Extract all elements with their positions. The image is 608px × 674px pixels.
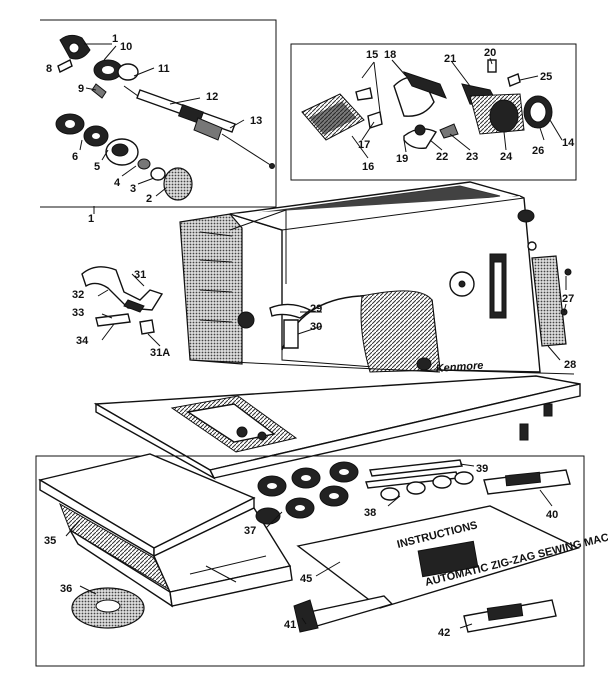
leader-lines xyxy=(63,43,567,629)
part-label-16: 16 xyxy=(362,161,374,173)
part-label-39: 39 xyxy=(476,463,488,475)
part-label-1-top: 1 xyxy=(112,33,118,45)
part-label-24: 24 xyxy=(500,151,513,163)
part-label-45: 45 xyxy=(300,573,312,585)
instruction-manual xyxy=(296,505,580,609)
part-label-30: 30 xyxy=(310,321,322,333)
tension-discs xyxy=(91,59,139,99)
part-label-2: 2 xyxy=(146,193,152,205)
part-label-3: 3 xyxy=(130,183,136,195)
part-label-23: 23 xyxy=(466,151,478,163)
group-frame-right xyxy=(290,43,577,181)
presser-bar xyxy=(123,85,275,169)
part-label-1-bottom: 1 xyxy=(88,213,94,225)
part-label-5: 5 xyxy=(94,161,100,173)
machine-bed xyxy=(93,375,581,480)
part-label-13: 13 xyxy=(250,115,262,127)
part-label-26: 26 xyxy=(532,145,544,157)
part-label-20: 20 xyxy=(484,47,496,59)
part-labels: 1 1 2 3 4 5 6 8 9 10 11 12 13 14 15 16 1… xyxy=(44,33,576,639)
part-label-42: 42 xyxy=(438,627,450,639)
screwdriver xyxy=(293,595,394,633)
part-label-31: 31 xyxy=(134,269,146,281)
part-label-4: 4 xyxy=(114,177,121,189)
part-label-31a: 31A xyxy=(150,347,170,359)
presser-foot-parts xyxy=(81,266,312,349)
part-label-12: 12 xyxy=(206,91,218,103)
part-label-17: 17 xyxy=(358,139,370,151)
group-frame-bottom xyxy=(35,455,585,667)
part-label-29: 29 xyxy=(310,303,322,315)
part-label-27: 27 xyxy=(562,293,574,305)
part-label-21: 21 xyxy=(444,53,456,65)
part-label-32: 32 xyxy=(72,289,84,301)
part-label-9: 9 xyxy=(78,83,84,95)
machine-head xyxy=(179,181,575,375)
part-label-11: 11 xyxy=(158,63,170,75)
attachment-plate-bottom xyxy=(463,599,557,633)
bobbin-parts-left xyxy=(55,113,193,201)
part-label-19: 19 xyxy=(396,153,408,165)
thread-guide-assembly xyxy=(57,34,91,73)
bobbins xyxy=(255,461,359,525)
part-label-36: 36 xyxy=(60,583,72,595)
group-frame-left xyxy=(40,19,277,208)
accessory-case xyxy=(38,453,293,608)
hook-assembly xyxy=(393,71,459,150)
part-label-33: 33 xyxy=(72,307,84,319)
brand-script: Kenmore xyxy=(435,360,483,375)
side-plate xyxy=(531,255,572,347)
part-label-34: 34 xyxy=(76,335,89,347)
part-label-28: 28 xyxy=(564,359,576,371)
feed-dog-assembly xyxy=(301,87,383,141)
cam-gear xyxy=(71,587,145,629)
spool-pins-and-washers xyxy=(365,459,474,501)
part-label-41: 41 xyxy=(284,619,296,631)
part-label-15: 15 xyxy=(366,49,378,61)
part-label-10: 10 xyxy=(120,41,132,53)
part-label-18: 18 xyxy=(384,49,396,61)
attachment-plate-top xyxy=(483,469,571,495)
part-label-6: 6 xyxy=(72,151,78,163)
part-label-37: 37 xyxy=(244,525,256,537)
part-label-8: 8 xyxy=(46,63,52,75)
part-label-22: 22 xyxy=(436,151,448,163)
part-label-40: 40 xyxy=(546,509,558,521)
part-label-14: 14 xyxy=(562,137,575,149)
part-label-38: 38 xyxy=(364,507,376,519)
part-label-25: 25 xyxy=(540,71,552,83)
shuttle-assembly xyxy=(461,59,553,135)
part-label-35: 35 xyxy=(44,535,56,547)
